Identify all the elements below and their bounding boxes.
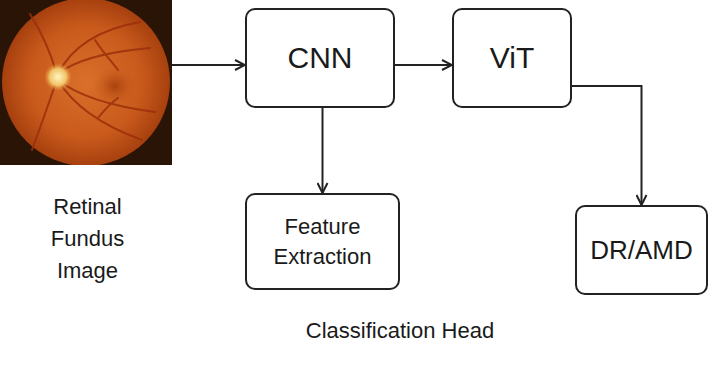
box-label: Feature Extraction <box>257 212 388 272</box>
output-box: DR/AMD <box>575 205 708 295</box>
image-caption: Retinal Fundus Image <box>28 191 148 287</box>
box-label: DR/AMD <box>590 235 693 266</box>
flow-arrow <box>172 64 245 66</box>
box-label: CNN <box>288 40 353 76</box>
flow-arrow <box>395 64 452 66</box>
section-label: Classification Head <box>300 316 500 346</box>
flow-arrow <box>572 86 642 205</box>
process-box: ViT <box>452 8 572 108</box>
image-node: Retinal Fundus Image <box>0 0 175 287</box>
flow-arrow <box>322 108 324 193</box>
box-label: ViT <box>490 40 534 76</box>
process-box: CNN <box>245 8 395 108</box>
output-box: Feature Extraction <box>245 193 400 290</box>
fundus-image <box>0 0 172 165</box>
